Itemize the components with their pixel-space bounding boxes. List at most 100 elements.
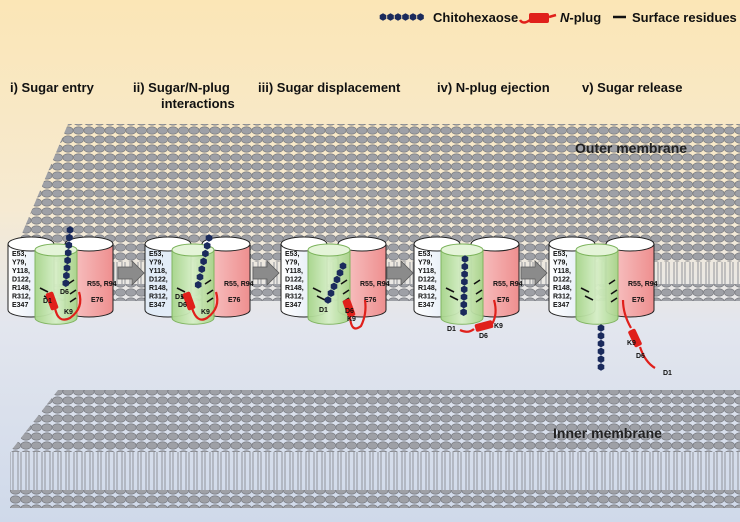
step-2-title: ii) Sugar/N-plug [133, 80, 230, 95]
legend-surface-label: Surface residues [632, 10, 737, 25]
porin-green-barrel [575, 243, 619, 325]
label-k9: K9 [347, 316, 356, 323]
residue-label: E347 [418, 302, 434, 309]
residue-labels-left: E53,Y79,Y118,D122,R148,R312,E347 [418, 251, 437, 309]
chitohexaose [194, 234, 213, 289]
inner-membrane-label: Inner membrane [553, 425, 662, 441]
step-5-title: v) Sugar release [582, 80, 682, 95]
label-d6: D6 [178, 302, 187, 309]
legend-sugar-chain [379, 13, 424, 21]
residue-label: E53, [12, 251, 26, 258]
chitohexaose [62, 226, 74, 287]
residue-label-r55-r94: R55, R94 [87, 281, 117, 288]
nplug-loop [53, 291, 82, 321]
surface-residue-marks [176, 279, 214, 303]
nplug-tail [459, 328, 475, 333]
chitohexaose [460, 255, 469, 316]
nplug [45, 291, 59, 311]
nplug-loop [621, 299, 632, 329]
residue-labels-left: E53,Y79,Y118,D122,R148,R312,E347 [285, 251, 304, 309]
residue-label-e76: E76 [497, 297, 510, 304]
residue-label-e76: E76 [364, 297, 377, 304]
nplug-loop [190, 291, 219, 321]
residue-label: R312, [12, 294, 31, 301]
label-k9: K9 [494, 323, 503, 330]
residue-label: D122, [149, 277, 168, 284]
step-4-title: iv) N-plug ejection [437, 80, 550, 95]
arrow-group [117, 260, 548, 286]
residue-label-e76: E76 [91, 297, 104, 304]
residue-labels-left: E53,Y79,Y118,D122,R148,R312,E347 [553, 251, 572, 309]
legend-chitohexaose-label: Chitohexaose [433, 10, 518, 25]
residue-label: R148, [149, 285, 168, 292]
nplug-loop [348, 299, 367, 330]
legend-nplug-icon [518, 13, 557, 24]
label-d6: D6 [345, 308, 354, 315]
residue-label: R148, [553, 285, 572, 292]
residue-label: R312, [418, 294, 437, 301]
nplug [628, 328, 642, 348]
nplug [182, 291, 196, 311]
nplug-loop [491, 299, 497, 325]
residue-label: Y118, [418, 268, 436, 275]
step-2-subtitle: interactions [161, 96, 235, 111]
step-arrow-2 [252, 260, 280, 286]
legend-nplug-label: N-plug [560, 10, 601, 25]
residue-label: Y118, [149, 268, 167, 275]
step-arrow-3 [386, 260, 414, 286]
step-1-title: i) Sugar entry [10, 80, 95, 95]
step-3-title: iii) Sugar displacement [258, 80, 401, 95]
residue-label: Y118, [553, 268, 571, 275]
step-titles: i) Sugar entry ii) Sugar/N-plug interact… [10, 80, 682, 111]
label-d1: D1 [447, 326, 456, 333]
residue-label-e76: E76 [632, 297, 645, 304]
residue-label-r55-r94: R55, R94 [360, 281, 390, 288]
residue-label: Y118, [285, 268, 303, 275]
residue-label: E347 [285, 302, 301, 309]
residue-labels-left: E53,Y79,Y118,D122,R148,R312,E347 [12, 251, 31, 309]
label-d6: D6 [479, 333, 488, 340]
residue-label: E53, [553, 251, 567, 258]
chitohexaose [597, 324, 605, 371]
residue-label: Y79, [418, 260, 432, 267]
residue-label: R312, [285, 294, 304, 301]
label-d6: D6 [60, 289, 69, 296]
legend: Chitohexaose N-plug Surface residues [379, 10, 737, 25]
residue-label: R148, [418, 285, 437, 292]
step-arrow-1 [117, 260, 145, 286]
residue-label: Y79, [553, 260, 567, 267]
residue-label: Y79, [149, 260, 163, 267]
porin-green-barrel [307, 243, 351, 325]
residue-label: E347 [12, 302, 28, 309]
inner-membrane [10, 390, 740, 508]
residue-label: Y79, [285, 260, 299, 267]
label-k9: K9 [64, 309, 73, 316]
residue-label: D122, [12, 277, 31, 284]
label-d1: D1 [663, 370, 672, 377]
residue-labels-left: E53,Y79,Y118,D122,R148,R312,E347 [149, 251, 168, 309]
label-d1: D1 [175, 294, 184, 301]
residue-label-r55-r94: R55, R94 [493, 281, 523, 288]
residue-label: E347 [149, 302, 165, 309]
residue-label: E53, [418, 251, 432, 258]
residue-label: R148, [285, 285, 304, 292]
outer-membrane-label: Outer membrane [575, 140, 687, 156]
label-k9: K9 [627, 340, 636, 347]
label-d1: D1 [319, 307, 328, 314]
chitohexaose [324, 262, 347, 304]
nplug [474, 320, 494, 332]
residue-label: D122, [285, 277, 304, 284]
residue-label: Y118, [12, 268, 30, 275]
residue-label-e76: E76 [228, 297, 241, 304]
surface-residue-marks [580, 279, 618, 303]
step-arrow-4 [520, 260, 548, 286]
nplug [342, 298, 356, 318]
nplug-tail [638, 346, 656, 369]
label-k9: K9 [201, 309, 210, 316]
